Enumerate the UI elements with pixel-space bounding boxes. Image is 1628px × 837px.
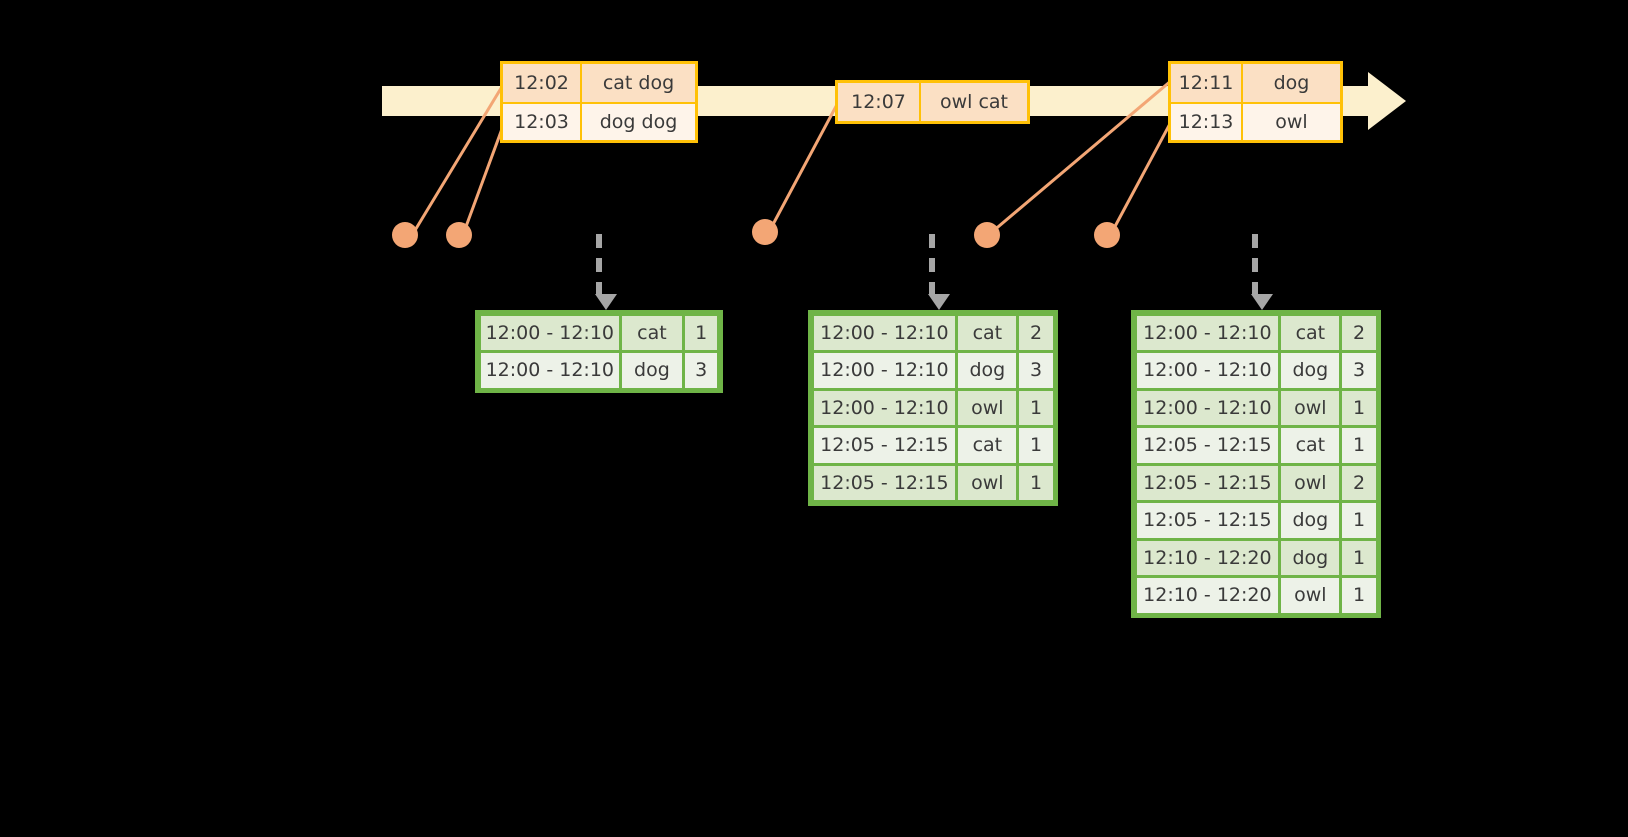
window-cell: 12:00 - 12:10 [813, 315, 956, 350]
window-cell: 12:00 - 12:10 [1136, 315, 1279, 350]
event-time: 12:13 [1171, 104, 1243, 140]
connector-dot [752, 219, 778, 245]
event-time: 12:02 [503, 64, 582, 102]
result-table-2: 12:00 - 12:10 cat 2 12:00 - 12:10 dog 3 … [808, 310, 1058, 506]
table-row: 12:05 - 12:15 owl 1 [812, 464, 1054, 502]
event-group-1: 12:02 cat dog 12:03 dog dog [500, 61, 698, 143]
event-group-2: 12:07 owl cat [835, 80, 1030, 124]
flow-arrow-down-icon [1251, 234, 1273, 310]
window-cell: 12:00 - 12:10 [1136, 353, 1279, 388]
table-row: 12:00 - 12:10 cat 1 [479, 314, 719, 352]
key-cell: cat [1281, 428, 1340, 463]
count-cell: 1 [684, 315, 718, 350]
event-time: 12:11 [1171, 64, 1243, 102]
count-cell: 2 [1019, 315, 1053, 350]
key-cell: owl [1281, 390, 1340, 425]
event-value: owl cat [921, 83, 1027, 121]
timeline-arrow-head-icon [1368, 72, 1406, 130]
table-row: 12:05 - 12:15 owl 2 [1135, 464, 1377, 502]
result-table-3: 12:00 - 12:10 cat 2 12:00 - 12:10 dog 3 … [1131, 310, 1381, 618]
key-cell: owl [958, 465, 1017, 500]
window-cell: 12:05 - 12:15 [813, 428, 956, 463]
count-cell: 3 [684, 353, 718, 388]
window-cell: 12:05 - 12:15 [1136, 428, 1279, 463]
table-row: 12:00 - 12:10 cat 2 [812, 314, 1054, 352]
table-row: 12:00 - 12:10 dog 3 [812, 352, 1054, 390]
event-group-3: 12:11 dog 12:13 owl [1168, 61, 1343, 143]
window-cell: 12:00 - 12:10 [813, 390, 956, 425]
table-row: 12:00 - 12:10 cat 2 [1135, 314, 1377, 352]
key-cell: dog [958, 353, 1017, 388]
event-value: dog [1243, 64, 1340, 102]
connector-dot [974, 222, 1000, 248]
count-cell: 1 [1019, 428, 1053, 463]
key-cell: dog [1281, 353, 1340, 388]
event-time: 12:03 [503, 104, 582, 140]
key-cell: cat [958, 428, 1017, 463]
count-cell: 1 [1342, 578, 1376, 613]
key-cell: dog [1281, 540, 1340, 575]
window-cell: 12:05 - 12:15 [1136, 465, 1279, 500]
connector-dot [392, 222, 418, 248]
event-row: 12:13 owl [1171, 102, 1340, 140]
connector-dot [446, 222, 472, 248]
window-cell: 12:00 - 12:10 [1136, 390, 1279, 425]
key-cell: owl [958, 390, 1017, 425]
key-cell: dog [622, 353, 682, 388]
key-cell: owl [1281, 578, 1340, 613]
count-cell: 1 [1342, 540, 1376, 575]
count-cell: 3 [1342, 353, 1376, 388]
result-table-1: 12:00 - 12:10 cat 1 12:00 - 12:10 dog 3 [475, 310, 723, 393]
key-cell: owl [1281, 465, 1340, 500]
event-time: 12:07 [838, 83, 921, 121]
count-cell: 2 [1342, 465, 1376, 500]
count-cell: 1 [1342, 390, 1376, 425]
window-cell: 12:00 - 12:10 [480, 353, 620, 388]
key-cell: cat [958, 315, 1017, 350]
event-row: 12:11 dog [1171, 64, 1340, 102]
count-cell: 2 [1342, 315, 1376, 350]
table-row: 12:05 - 12:15 cat 1 [1135, 427, 1377, 465]
window-cell: 12:10 - 12:20 [1136, 540, 1279, 575]
connector-dot [1094, 222, 1120, 248]
event-row: 12:07 owl cat [838, 83, 1027, 121]
table-row: 12:10 - 12:20 dog 1 [1135, 539, 1377, 577]
table-row: 12:00 - 12:10 owl 1 [1135, 389, 1377, 427]
event-value: owl [1243, 104, 1340, 140]
event-value: dog dog [582, 104, 695, 140]
flow-arrow-down-icon [928, 234, 950, 310]
table-row: 12:05 - 12:15 dog 1 [1135, 502, 1377, 540]
table-row: 12:00 - 12:10 owl 1 [812, 389, 1054, 427]
window-cell: 12:05 - 12:15 [813, 465, 956, 500]
window-cell: 12:00 - 12:10 [480, 315, 620, 350]
table-row: 12:10 - 12:20 owl 1 [1135, 577, 1377, 615]
table-row: 12:05 - 12:15 cat 1 [812, 427, 1054, 465]
event-row: 12:03 dog dog [503, 102, 695, 140]
count-cell: 1 [1019, 390, 1053, 425]
window-cell: 12:10 - 12:20 [1136, 578, 1279, 613]
window-cell: 12:00 - 12:10 [813, 353, 956, 388]
event-value: cat dog [582, 64, 695, 102]
table-row: 12:00 - 12:10 dog 3 [479, 352, 719, 390]
count-cell: 3 [1019, 353, 1053, 388]
flow-arrow-down-icon [595, 234, 617, 310]
key-cell: cat [1281, 315, 1340, 350]
count-cell: 1 [1342, 503, 1376, 538]
window-cell: 12:05 - 12:15 [1136, 503, 1279, 538]
key-cell: dog [1281, 503, 1340, 538]
event-row: 12:02 cat dog [503, 64, 695, 102]
table-row: 12:00 - 12:10 dog 3 [1135, 352, 1377, 390]
count-cell: 1 [1019, 465, 1053, 500]
key-cell: cat [622, 315, 682, 350]
count-cell: 1 [1342, 428, 1376, 463]
